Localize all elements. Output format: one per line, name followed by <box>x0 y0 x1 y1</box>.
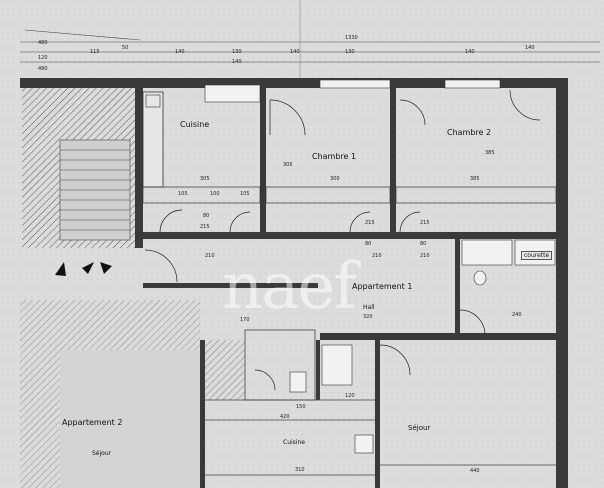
dim-door-3: 215 <box>420 220 430 226</box>
room-label-appartement1: Appartement 1 <box>352 282 413 291</box>
dim-door-1: 215 <box>200 224 210 230</box>
dim-corridor-3: 210 <box>420 253 430 259</box>
dim-closet-2: 100 <box>210 191 220 197</box>
staircase-hatch <box>20 88 245 488</box>
doors <box>144 89 541 391</box>
dim-top-120: 120 <box>38 55 48 61</box>
top-dimension-lines <box>20 29 600 63</box>
dim-chambre1-width: 300 <box>330 176 340 182</box>
windows <box>204 79 501 103</box>
dim-closet-1: 105 <box>178 191 188 197</box>
room-label-cuisine-bottom: Cuisine <box>283 439 305 446</box>
dim-top-480b: 480 <box>38 66 48 72</box>
dim-lower-width: 420 <box>280 414 290 420</box>
dim-top-1330: 1330 <box>345 35 358 41</box>
dim-top-140e: 140 <box>525 45 535 51</box>
dim-top-130a: 130 <box>232 49 242 55</box>
room-label-chambre1: Chambre 1 <box>312 152 357 161</box>
building-walls <box>20 78 568 488</box>
lower-partitions <box>205 329 556 476</box>
dim-corridor-2: 210 <box>372 253 382 259</box>
room-label-hall: Hall <box>363 304 375 311</box>
dim-top-140b: 140 <box>290 49 300 55</box>
room-label-chambre2: Chambre 2 <box>447 128 492 137</box>
dim-misc-3: 170 <box>240 317 250 323</box>
dim-door-sub-1: 80 <box>203 213 210 219</box>
dim-misc-1: 120 <box>345 393 355 399</box>
room-label-sejour-right: Séjour <box>408 424 431 432</box>
dim-closet-3: 105 <box>240 191 250 197</box>
dim-door-2: 215 <box>365 220 375 226</box>
dim-top-140d: 140 <box>232 59 242 65</box>
dim-top-115: 115 <box>90 49 100 55</box>
stair-arrows <box>55 262 112 276</box>
dim-chambre2-height: 385 <box>485 150 495 156</box>
dim-door-sub-3: 80 <box>420 241 427 247</box>
dim-door-sub-2: 80 <box>365 241 372 247</box>
dim-corridor-1: 210 <box>205 253 215 259</box>
dim-cuisine-bottom-width: 310 <box>295 467 305 473</box>
dim-cuisine-width: 305 <box>200 176 210 182</box>
dim-hall-end: 240 <box>512 312 522 318</box>
dim-top-140a: 140 <box>175 49 185 55</box>
dim-hall-length: 320 <box>363 314 373 320</box>
closets <box>142 186 557 204</box>
dim-misc-2: 150 <box>296 404 306 410</box>
dim-chambre2-width: 385 <box>470 176 480 182</box>
dim-top-140c: 140 <box>465 49 475 55</box>
room-label-appartement2: Appartement 2 <box>62 418 123 427</box>
dim-top-130b: 130 <box>345 49 355 55</box>
dim-top-480: 480 <box>38 40 48 46</box>
dim-sejour-width: 440 <box>470 468 480 474</box>
room-label-sejour-left: Séjour <box>92 450 112 457</box>
room-label-courette: courette <box>521 251 553 260</box>
dim-top-50: 50 <box>122 45 129 51</box>
watermark-logo: naef <box>222 250 357 324</box>
room-label-cuisine-top: Cuisine <box>180 120 210 129</box>
dim-chambre1-height: 305 <box>283 162 293 168</box>
